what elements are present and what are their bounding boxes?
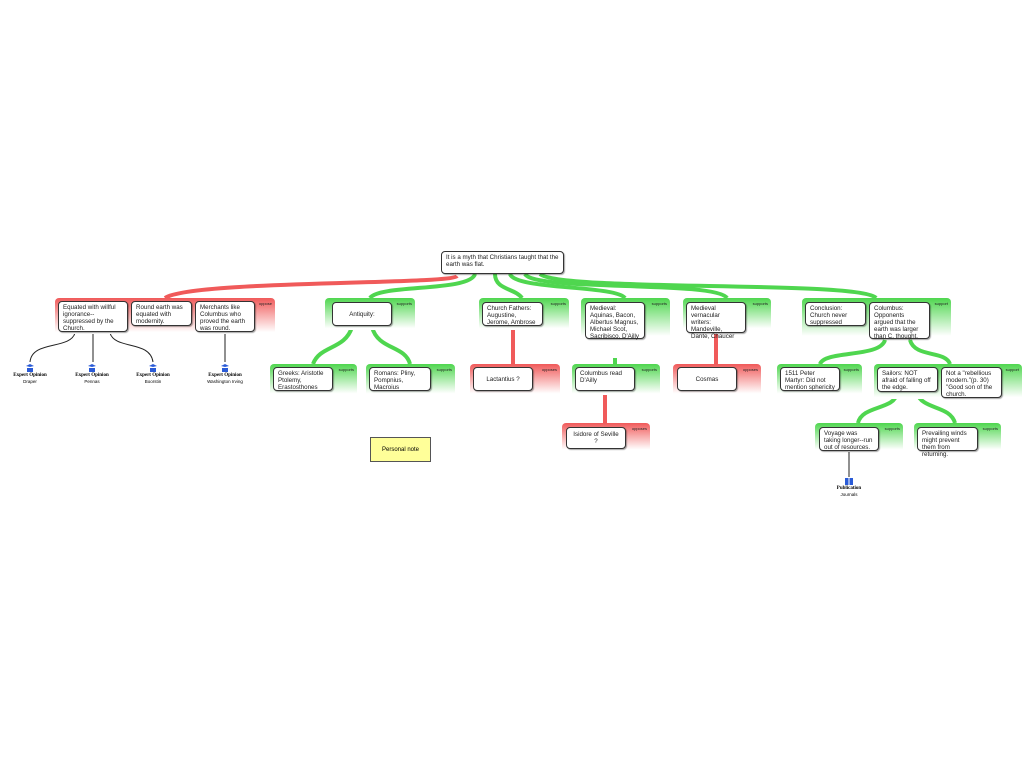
edge-church — [493, 273, 524, 300]
basis-name: Pennas — [84, 379, 100, 384]
group-label: supports — [641, 367, 657, 372]
claim-greeks[interactable]: Greeks: Aristotle Ptolemy, Erastosthones — [273, 367, 333, 391]
claim-sailors[interactable]: Sailors: NOT afraid of falling off the e… — [877, 367, 938, 392]
claim-cosmas[interactable]: Cosmas — [677, 367, 737, 391]
edge-martyr — [818, 338, 887, 366]
basis-name: Washington Irving — [207, 379, 243, 384]
edge-medieval — [508, 272, 627, 300]
basis-type: Expert Opinion — [75, 373, 109, 378]
claim-voyage[interactable]: Voyage was taking longer--run out of res… — [819, 427, 879, 451]
expert-icon — [26, 364, 34, 372]
group-label: oppose — [258, 301, 272, 306]
basis-type: Publication — [836, 486, 862, 491]
claim-antiquity[interactable]: Antiquity: — [332, 302, 392, 326]
edge-sailors — [908, 339, 952, 366]
group-label: supports — [651, 301, 667, 306]
claim-romans[interactable]: Romans: Pliny, Pompnius, Macroius — [369, 367, 431, 391]
group-label: support — [934, 301, 948, 306]
group-label: support — [1005, 367, 1019, 372]
edge-romans — [370, 326, 412, 365]
claim-conclusion[interactable]: Conclusion: Church never suppressed — [805, 302, 866, 326]
group-label: opposes — [541, 367, 557, 372]
group-label: supports — [550, 301, 566, 306]
group-label: supports — [982, 426, 998, 431]
group-label: supports — [338, 367, 354, 372]
edge-conclusion — [538, 272, 878, 300]
basis-type: Expert Opinion — [13, 373, 47, 378]
claim-willful-ignorance[interactable]: Equated with willful ignorance--suppress… — [58, 301, 128, 332]
note-text: Personal note — [381, 446, 420, 453]
expert-icon — [88, 364, 96, 372]
expert-icon — [221, 364, 229, 372]
claim-columbus-opponents[interactable]: Columbus: Opponents argued that the eart… — [869, 302, 930, 340]
claim-winds[interactable]: Prevailing winds might prevent them from… — [917, 427, 978, 458]
basis-name: Boorstin — [144, 379, 162, 384]
basis-type: Expert Opinion — [208, 373, 242, 378]
group-label: supports — [752, 301, 768, 306]
claim-church-fathers[interactable]: Church Fathers: Augustine, Jerome, Ambro… — [482, 302, 543, 326]
claim-columbus-read[interactable]: Columbus read D'Ailly — [575, 367, 635, 391]
claim-lactantius[interactable]: Lactantius ? — [473, 367, 533, 391]
edge-vernacular — [523, 272, 729, 300]
claim-vernacular[interactable]: Medieval vernacular writers: Mandeville,… — [686, 302, 746, 340]
basis-name: Journals — [840, 492, 858, 497]
book-icon — [845, 478, 853, 485]
claim-modernity[interactable]: Round earth was equated with modernity. — [131, 301, 192, 326]
claim-merchants[interactable]: Merchants like Columbus who proved the e… — [195, 301, 255, 332]
claim-martyr[interactable]: 1511 Peter Martyr: Did not mention spher… — [780, 367, 840, 391]
basis-type: Expert Opinion — [136, 373, 170, 378]
personal-note[interactable]: Personal note — [370, 437, 431, 462]
root-text: It is a myth that Christians taught that… — [446, 254, 559, 268]
group-label: opposes — [742, 367, 758, 372]
group-label: supports — [436, 367, 452, 372]
group-label: opposes — [631, 426, 647, 431]
expert-icon — [149, 364, 157, 372]
group-label: supports — [884, 426, 900, 431]
edge-antiquity — [368, 272, 477, 300]
edge-oppose-root — [163, 274, 459, 300]
claim-good-son[interactable]: Not a "rebellious modern."(p. 30) "Good … — [941, 367, 1002, 398]
group-label: supports — [396, 301, 412, 306]
claim-medieval[interactable]: Medieval: Aquinas, Bacon, Albertus Magnu… — [585, 302, 645, 340]
basis-name: Draper — [23, 379, 37, 384]
group-label: supports — [843, 367, 859, 372]
root-claim[interactable]: It is a myth that Christians taught that… — [441, 251, 564, 274]
edge-greeks — [311, 326, 354, 365]
claim-isidore[interactable]: Isidore of Seville ? — [566, 427, 626, 449]
